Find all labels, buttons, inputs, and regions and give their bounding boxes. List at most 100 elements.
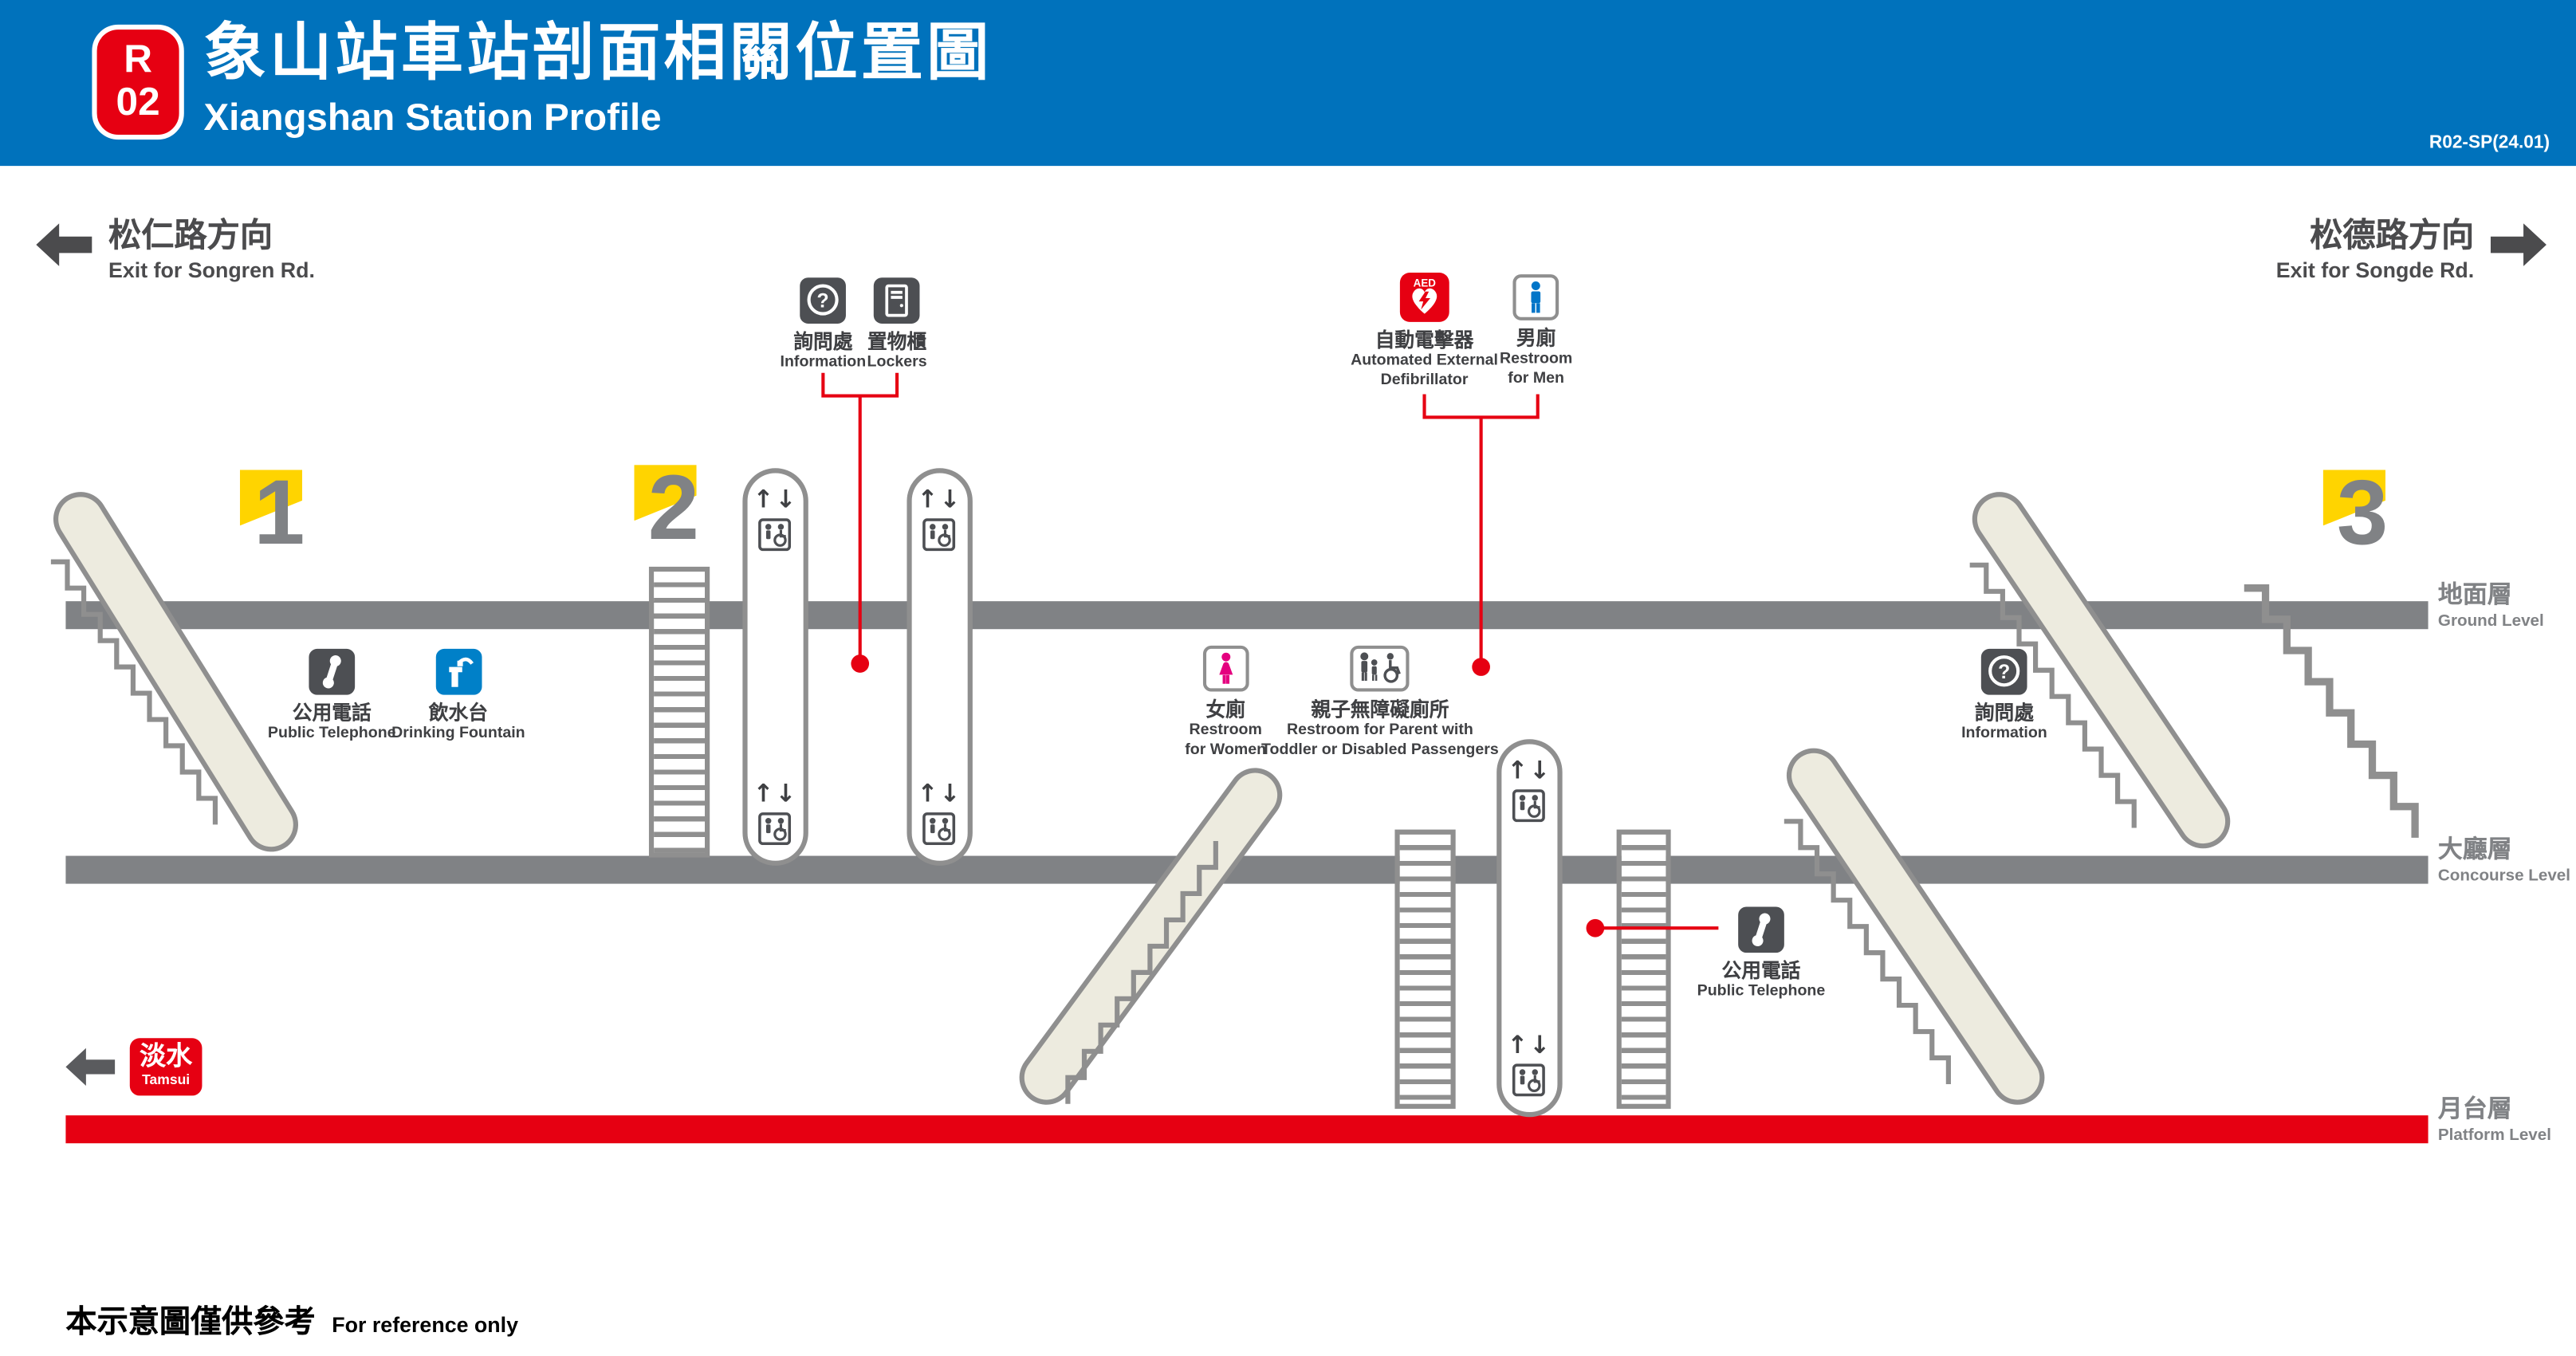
header-titles: 象山站車站剖面相關位置圖 Xiangshan Station Profile: [204, 20, 993, 140]
tamsui-badge: 淡水 Tamsui: [129, 1038, 203, 1095]
aed-label-en2: Defibrillator: [1380, 370, 1469, 389]
facility-public-telephone-ground: 公用電話 Public Telephone: [267, 648, 396, 744]
badge-line-letter: R: [124, 37, 152, 83]
terminus-tamsui: 淡水 Tamsui: [65, 1038, 203, 1095]
concourse-level-label-zh: 大廳層: [2437, 835, 2512, 864]
public-telephone-icon: [309, 648, 356, 695]
tamsui-label-zh: 淡水: [140, 1043, 193, 1071]
lockers-label-zh: 置物櫃: [867, 330, 927, 354]
elevator-indicator: ↑↓: [1507, 755, 1552, 823]
drinking-fountain-label-zh: 飲水台: [428, 701, 488, 725]
drinking-fountain-label-en: Drinking Fountain: [391, 725, 525, 743]
men-restroom-label-zh: 男廁: [1516, 327, 1556, 350]
callout-information: ? 詢問處 Information: [780, 277, 867, 372]
left-arrow-icon: [36, 223, 92, 266]
elevator-indicator: ↑↓: [917, 484, 962, 552]
reference-note-zh: 本示意圖僅供參考: [65, 1306, 316, 1341]
direction-right-label-en: Exit for Songde Rd.: [2275, 257, 2475, 283]
doc-code: R02-SP(24.01): [2429, 132, 2550, 153]
header-bar: R 02 象山站車站剖面相關位置圖 Xiangshan Station Prof…: [0, 0, 2576, 167]
elevator-indicator: ↑↓: [753, 778, 798, 846]
station-code-badge: R 02: [92, 24, 184, 140]
page-title: 象山站車站剖面相關位置圖: [203, 19, 993, 89]
svg-text:AED: AED: [1413, 277, 1436, 289]
family-accessible-restroom-icon: [1350, 645, 1410, 692]
men-restroom-icon: [1512, 274, 1559, 320]
up-down-arrows-icon: ↑↓: [1507, 755, 1552, 785]
women-restroom-label-en1: Restroom: [1189, 721, 1262, 740]
facility-family-accessible-restroom: 親子無障礙廁所 Restroom for Parent with Toddler…: [1261, 645, 1499, 759]
badge-station-number: 02: [116, 80, 160, 125]
information-right-label-en: Information: [1961, 725, 2047, 743]
public-telephone-concourse-label-zh: 公用電話: [1721, 959, 1801, 983]
reference-note: 本示意圖僅供參考 For reference only: [65, 1298, 518, 1342]
public-telephone-label-zh: 公用電話: [292, 701, 372, 725]
lockers-label-en: Lockers: [867, 353, 927, 372]
up-down-arrows-icon: ↑↓: [753, 484, 798, 514]
exit-2-number: 2: [647, 454, 699, 559]
concourse-level-bar: [65, 855, 2429, 884]
accessible-elevator-icon: [1512, 789, 1546, 823]
family-accessible-restroom-label-en2: Toddler or Disabled Passengers: [1261, 740, 1499, 759]
accessible-elevator-icon: [923, 518, 957, 552]
facility-drinking-fountain: 飲水台 Drinking Fountain: [391, 648, 525, 744]
exit-3-number: 3: [2337, 459, 2389, 564]
aed-label-zh: 自動電擊器: [1375, 328, 1474, 352]
facility-information-right: ? 詢問處 Information: [1961, 648, 2047, 744]
information-icon: ?: [1981, 648, 2027, 695]
elevator-ground-concourse-2: ↑↓ ↑↓: [907, 468, 973, 866]
callout-dot-telephone: [1586, 918, 1605, 937]
direction-right: 松德路方向 Exit for Songde Rd.: [2276, 218, 2547, 282]
women-restroom-label-zh: 女廁: [1205, 698, 1245, 721]
accessible-elevator-icon: [759, 518, 792, 552]
elevator-indicator: ↑↓: [917, 778, 962, 846]
concourse-level-label: 大廳層 Concourse Level: [2437, 835, 2570, 885]
men-restroom-label-en1: Restroom: [1499, 350, 1573, 368]
direction-left-label-en: Exit for Songren Rd.: [108, 257, 315, 283]
accessible-elevator-icon: [923, 812, 957, 846]
svg-text:?: ?: [1998, 662, 2010, 683]
exit-1: 1: [239, 462, 319, 565]
callout-lockers: 置物櫃 Lockers: [867, 277, 927, 372]
right-arrow-icon: [2490, 223, 2547, 266]
elevator-ground-concourse-1: ↑↓ ↑↓: [742, 468, 808, 866]
direction-left-label-zh: 松仁路方向: [108, 218, 273, 255]
stairs-ground-concourse-icon: [648, 566, 710, 858]
svg-text:?: ?: [817, 290, 829, 312]
information-label-en: Information: [780, 353, 867, 372]
escalator-concourse-platform-left-icon: [1019, 768, 1283, 1105]
aed-icon: AED: [1399, 273, 1449, 322]
up-down-arrows-icon: ↑↓: [917, 484, 962, 514]
open-staircase-exit3-icon: [2244, 584, 2419, 838]
information-icon: ?: [800, 277, 847, 324]
tamsui-label-en: Tamsui: [142, 1071, 191, 1088]
men-restroom-label-en2: for Men: [1508, 368, 1565, 387]
locker-icon: [874, 277, 920, 324]
callout-aed: AED 自動電擊器 Automated External Defibrillat…: [1351, 273, 1498, 389]
stairs-concourse-platform-left-icon: [1394, 829, 1456, 1109]
public-telephone-label-en: Public Telephone: [267, 725, 396, 743]
information-label-zh: 詢問處: [793, 330, 853, 354]
facility-public-telephone-concourse: 公用電話 Public Telephone: [1697, 906, 1825, 1001]
direction-right-label-zh: 松德路方向: [2310, 218, 2475, 255]
escalator-concourse-platform-right-icon: [1784, 748, 2045, 1105]
women-restroom-label-en2: for Women: [1185, 740, 1267, 759]
elevator-indicator: ↑↓: [1507, 1029, 1552, 1097]
reference-note-en: For reference only: [332, 1312, 519, 1338]
up-down-arrows-icon: ↑↓: [1507, 1029, 1552, 1060]
platform-level-bar: [65, 1115, 2429, 1144]
left-arrow-icon: [65, 1047, 116, 1086]
ground-level-label-en: Ground Level: [2437, 611, 2544, 631]
exit-2: 2: [634, 458, 713, 560]
up-down-arrows-icon: ↑↓: [753, 778, 798, 808]
up-down-arrows-icon: ↑↓: [917, 778, 962, 808]
callout-men-restroom: 男廁 Restroom for Men: [1500, 274, 1572, 387]
drinking-fountain-icon: [435, 648, 482, 695]
platform-level-label: 月台層 Platform Level: [2438, 1096, 2551, 1144]
callout-dot-information-lockers: [851, 654, 870, 673]
accessible-elevator-icon: [759, 812, 792, 846]
accessible-elevator-icon: [1512, 1063, 1546, 1097]
ground-level-label: 地面層 Ground Level: [2437, 582, 2544, 631]
elevator-indicator: ↑↓: [753, 484, 798, 552]
